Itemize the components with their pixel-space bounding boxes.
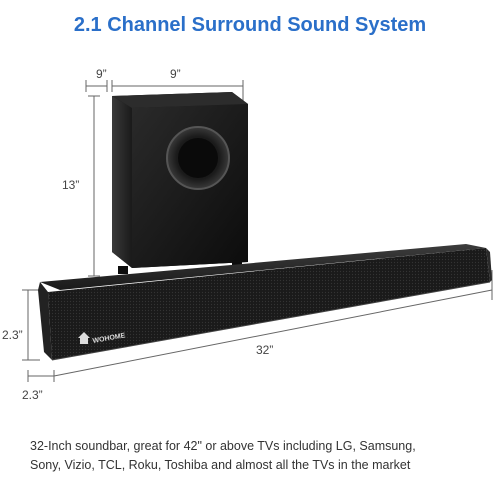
bar-length-label: 32” <box>256 343 274 357</box>
caption-line-1: 32-Inch soundbar, great for 42" or above… <box>30 439 416 453</box>
bar-height-label: 2.3” <box>2 328 23 342</box>
bar-depth-label: 2.3” <box>22 388 43 402</box>
sub-depth-label: 9” <box>96 67 107 81</box>
subwoofer <box>112 92 248 274</box>
sub-height-label: 13” <box>62 178 80 192</box>
soundbar <box>38 244 492 361</box>
caption-line-2: Sony, Vizio, TCL, Roku, Toshiba and almo… <box>30 458 411 472</box>
sub-width-label: 9” <box>170 67 181 81</box>
page-title: 2.1 Channel Surround Sound System <box>73 14 427 36</box>
product-caption: 32-Inch soundbar, great for 42" or above… <box>30 437 480 475</box>
